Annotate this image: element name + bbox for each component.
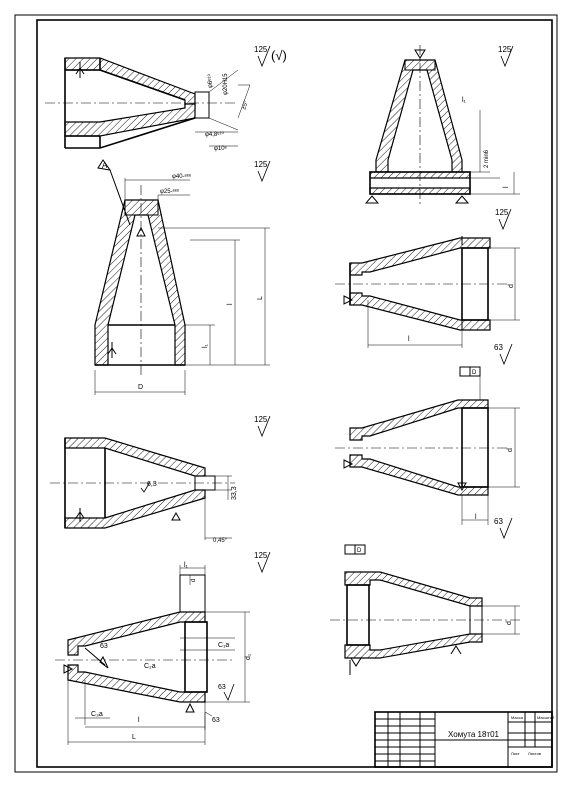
roughness-mark-3: 125 <box>254 160 271 183</box>
svg-text:l: l <box>475 514 477 521</box>
svg-text:l: l <box>138 717 140 724</box>
v1-d1: φ6ᵉ¹⁰ <box>207 74 214 88</box>
view-2-cone-section: l₁ 2 min6 l <box>364 45 520 205</box>
svg-text:63: 63 <box>218 684 226 691</box>
roughness-mark-9: 63 <box>494 517 513 540</box>
view-8-reducer: l₁ d C₁a C₂a C₃a d₁ l L 63 63 <box>55 562 252 745</box>
top-dim-boss <box>179 574 206 613</box>
svg-text:D: D <box>357 548 362 554</box>
svg-text:d: d <box>507 448 514 452</box>
svg-text:Масса: Масса <box>511 715 524 720</box>
svg-text:L: L <box>132 734 136 741</box>
svg-text:125: 125 <box>254 45 268 54</box>
v2-mm: 2 min6 <box>484 149 490 168</box>
svg-text:Лист: Лист <box>511 751 520 756</box>
svg-text:D: D <box>138 384 143 391</box>
roughness-mark-2: 125 <box>498 45 514 68</box>
svg-text:l: l <box>408 336 410 343</box>
roughness-mark-7: 63 <box>100 643 108 650</box>
roughness-mark-6: 125 <box>254 551 271 574</box>
svg-text:Листов: Листов <box>528 751 541 756</box>
svg-text:63: 63 <box>494 517 503 526</box>
svg-text:φ25-ᵉᵉᵉ: φ25-ᵉᵉᵉ <box>160 189 180 195</box>
svg-text:C₁a: C₁a <box>218 642 229 649</box>
svg-text:125: 125 <box>254 160 268 169</box>
outer-frame <box>14 14 558 773</box>
roughness-mark-5: 125 <box>254 415 271 438</box>
svg-text:(√): (√) <box>271 48 287 63</box>
inner-frame <box>36 19 553 768</box>
svg-text:l: l <box>227 303 234 305</box>
svg-text:125: 125 <box>498 45 512 54</box>
view-3-tall-cone: A φ40-ᵉᵉᵉ φ25-ᵉᵉᵉ D L l l₁ <box>94 159 270 395</box>
drawing-title: Хомута 18т01 <box>448 730 500 739</box>
svg-text:63: 63 <box>494 343 503 352</box>
svg-text:125: 125 <box>495 208 509 217</box>
view-1-cone-section: φ6ᵉ¹⁰ φ20H15 φ4,8ᵉ¹⁰ φ10ᵉ ±5° <box>45 57 251 152</box>
view-6-cone-section: 6,3 33,3 0,45° <box>50 437 238 544</box>
svg-text:φ40-ᵉᵉᵉ: φ40-ᵉᵉᵉ <box>172 174 192 180</box>
v1-d2: φ20H15 <box>223 73 229 95</box>
svg-text:d₁: d₁ <box>245 653 252 660</box>
svg-text:C₂a: C₂a <box>144 663 156 670</box>
v1-d3: φ4,8ᵉ¹⁰ <box>205 131 224 138</box>
svg-text:L: L <box>257 296 264 300</box>
svg-text:0,45°: 0,45° <box>213 538 228 544</box>
v1-d5: ±5° <box>241 100 250 111</box>
roughness-mark-1: 125 (√) <box>254 45 287 68</box>
svg-text:d: d <box>506 621 513 625</box>
svg-text:125: 125 <box>254 415 268 424</box>
svg-text:l₁: l₁ <box>462 97 467 104</box>
view-7-reducer: D d <box>330 544 520 675</box>
svg-text:d: d <box>508 284 515 288</box>
svg-text:63: 63 <box>100 643 108 650</box>
svg-text:d: d <box>191 579 197 582</box>
svg-text:125: 125 <box>254 551 268 560</box>
svg-text:6,3: 6,3 <box>147 481 157 488</box>
title-block: Хомута 18т01 Масса Масштаб Лист Листов <box>374 711 555 768</box>
svg-text:D: D <box>472 370 477 376</box>
svg-text:l₁: l₁ <box>184 562 189 569</box>
svg-text:63: 63 <box>212 717 220 724</box>
roughness-mark-4: 125 <box>495 208 512 231</box>
svg-text:C₃a: C₃a <box>91 711 103 718</box>
svg-text:l: l <box>503 186 510 188</box>
svg-text:A: A <box>102 161 108 170</box>
view-4-reducer: l d <box>335 236 520 348</box>
view-5-reducer: D d l <box>335 366 520 525</box>
svg-text:l₁: l₁ <box>202 343 209 348</box>
roughness-mark-8: 63 <box>494 343 513 366</box>
svg-text:33,3: 33,3 <box>231 486 238 500</box>
v1-d4: φ10ᵉ <box>214 146 228 152</box>
svg-text:Масштаб: Масштаб <box>537 715 555 720</box>
